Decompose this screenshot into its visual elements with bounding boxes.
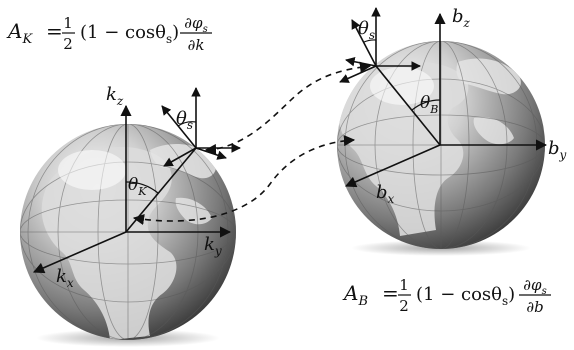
eq-ab-lhs: AB bbox=[342, 281, 368, 309]
eq-ak-factor: (1 − cosθs) bbox=[80, 22, 179, 46]
eq-ak-half-den: 2 bbox=[63, 35, 73, 53]
label-right-theta-s: θs bbox=[358, 18, 375, 42]
equation-a-b: AB = 1 2 (1 − cosθs) ∂φs ∂b bbox=[342, 276, 551, 316]
label-left-theta-s: θs bbox=[176, 108, 193, 132]
eq-ab-frac-num: ∂φs bbox=[523, 276, 546, 297]
eq-ak-equals: = bbox=[46, 19, 63, 43]
eq-ab-factor: (1 − cosθs) bbox=[416, 284, 515, 308]
eq-ab-frac-den: ∂b bbox=[526, 298, 543, 316]
eq-ak-frac-den: ∂k bbox=[188, 36, 205, 54]
right-spin-extra bbox=[346, 60, 376, 66]
eq-ab-half-den: 2 bbox=[399, 297, 409, 315]
eq-ab-equals: = bbox=[382, 281, 399, 305]
label-by: by bbox=[548, 138, 567, 162]
label-bz: bz bbox=[452, 6, 471, 30]
eq-ak-lhs: AK bbox=[6, 19, 33, 47]
left-globe-highlight bbox=[58, 150, 126, 190]
label-kz: kz bbox=[106, 84, 124, 108]
eq-ak-half-num: 1 bbox=[63, 14, 73, 32]
eq-ab-half-num: 1 bbox=[399, 276, 409, 294]
eq-ak-frac-num: ∂φs bbox=[184, 14, 207, 35]
equation-a-k: AK = 1 2 (1 − cosθs) ∂φs ∂k bbox=[6, 14, 212, 54]
